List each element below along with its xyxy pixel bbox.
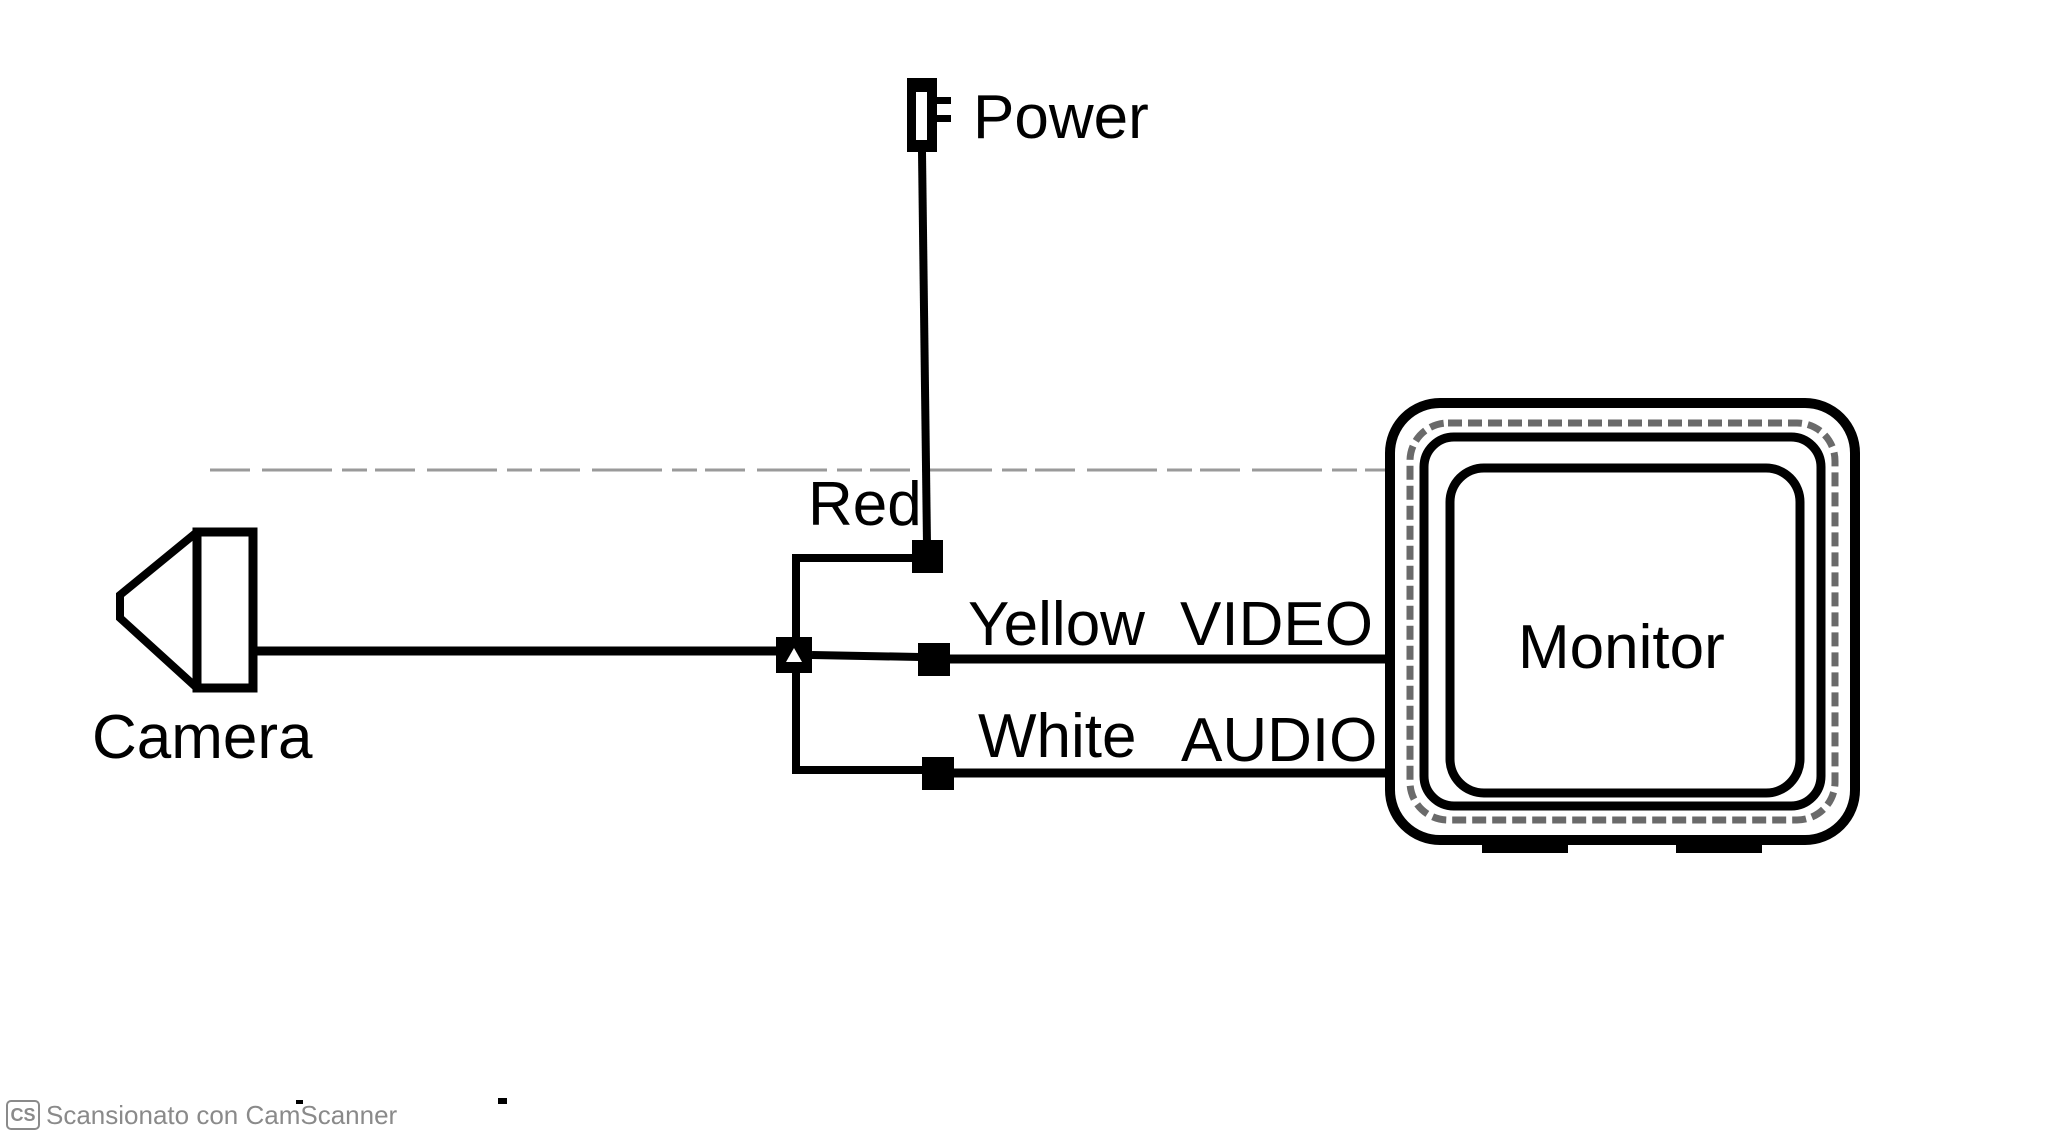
camscanner-watermark: CS Scansionato con CamScanner [6,1098,397,1132]
video-label: VIDEO [1180,590,1373,659]
white-branch-wire [792,673,924,774]
splitter-junction [776,637,812,673]
red-terminal [912,540,943,573]
white-terminal [922,757,954,790]
audio-label: AUDIO [1181,706,1377,775]
camera-icon [116,527,258,693]
red-branch-wire [792,554,912,637]
yellow-branch-wire [811,651,921,661]
yellow-terminal [918,643,950,676]
yellow-label: Yellow [968,590,1145,659]
watermark-text: Scansionato con CamScanner [46,1099,398,1130]
power-wire [918,151,931,546]
power-label: Power [973,83,1149,152]
scan-speck [498,1098,507,1104]
white-label: White [978,702,1136,771]
red-label: Red [808,470,922,539]
camera-label: Camera [92,703,313,772]
monitor-icon [1385,398,1860,853]
monitor-label: Monitor [1518,613,1725,682]
power-connector-icon [907,78,951,152]
scan-speck [296,1100,303,1104]
camscanner-logo-icon: CS [6,1100,40,1130]
